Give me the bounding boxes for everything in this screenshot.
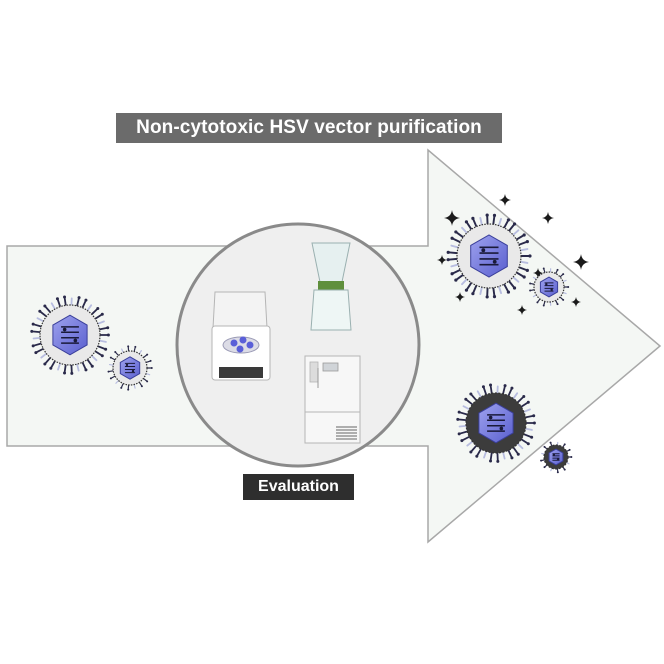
- freezer-icon: [304, 355, 361, 444]
- damaged-virion-icon: [540, 441, 573, 474]
- sparkle-icon: [437, 255, 447, 265]
- hsv-virion-icon: [107, 345, 153, 391]
- hsv-virion-icon: [30, 295, 110, 375]
- sparkle-icon: [499, 194, 511, 206]
- evaluation-label: Evaluation: [243, 474, 354, 500]
- filter-bottle-icon: [310, 242, 352, 331]
- hsv-virion-icon: [529, 267, 570, 307]
- damaged-virion-icon: [456, 383, 536, 463]
- centrifuge-icon: [211, 291, 271, 381]
- sparkle-icon: [533, 268, 543, 278]
- title-label: Non-cytotoxic HSV vector purification: [116, 113, 502, 143]
- hsv-virion-icon: [446, 213, 532, 299]
- sparkle-icon: [455, 292, 465, 302]
- sparkle-icon: [542, 212, 554, 224]
- sparkle-icon: [571, 297, 581, 307]
- sparkle-icon: [444, 210, 460, 226]
- sparkle-icon: [517, 305, 527, 315]
- sparkle-icon: [573, 254, 589, 270]
